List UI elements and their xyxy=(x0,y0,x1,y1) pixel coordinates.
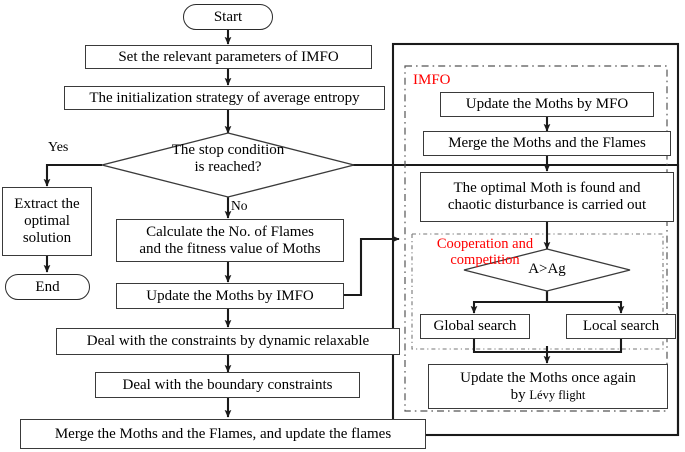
stop-condition-line1: The stop condition xyxy=(171,142,285,158)
cooperation-line1: Cooperation and xyxy=(436,236,534,252)
edge-agag-to-global xyxy=(470,291,549,314)
edge-agag-to-local xyxy=(545,291,625,314)
cooperation-dotted-group xyxy=(411,233,664,350)
global-search-box[interactable]: Global search xyxy=(420,314,530,339)
extract-line1: Extract the xyxy=(14,196,80,213)
extract-line2: optimal xyxy=(24,213,70,230)
update-moths-imfo-box[interactable]: Update the Moths by IMFO xyxy=(116,283,344,309)
cooperation-line2: competition xyxy=(450,251,520,268)
optimal-moth-chaotic-box[interactable]: The optimal Moth is found and chaotic di… xyxy=(420,172,674,222)
stop-condition-line2: is reached? xyxy=(194,158,262,175)
local-search-label: Local search xyxy=(582,318,660,335)
decision-agag-text: A>Ag xyxy=(528,261,566,277)
edge-local-to-levy xyxy=(547,338,623,354)
update-moths-mfo-box[interactable]: Update the Moths by MFO xyxy=(440,92,654,117)
init-strategy-box[interactable]: The initialization strategy of average e… xyxy=(64,86,385,110)
update-moths-imfo-label: Update the Moths by IMFO xyxy=(146,287,314,304)
edge-decision-yes-to-extract xyxy=(43,163,102,187)
no-branch-label: No xyxy=(231,198,248,213)
imfo-dashed-group xyxy=(404,65,668,412)
extract-line3: solution xyxy=(22,229,72,246)
dynamic-relaxable-box[interactable]: Deal with the constraints by dynamic rel… xyxy=(56,328,400,355)
cooperation-competition-label: Cooperation and competition xyxy=(420,236,550,268)
set-parameters-box[interactable]: Set the relevant parameters of IMFO xyxy=(85,45,372,69)
calculate-line1: Calculate the No. of Flames xyxy=(146,223,314,240)
local-search-box[interactable]: Local search xyxy=(566,314,676,339)
boundary-constraints-box[interactable]: Deal with the boundary constraints xyxy=(95,372,360,398)
start-terminator[interactable]: Start xyxy=(183,4,273,30)
calculate-line2: and the fitness value of Moths xyxy=(139,240,321,257)
calculate-flames-fitness-box[interactable]: Calculate the No. of Flames and the fitn… xyxy=(116,219,344,262)
edge-updateimfo-to-imfopanel xyxy=(344,235,400,297)
boundary-constraints-label: Deal with the boundary constraints xyxy=(122,376,333,393)
end-label: End xyxy=(35,278,60,295)
decision-stop-condition-shape xyxy=(101,132,355,198)
decision-agag-shape xyxy=(463,248,631,292)
imfo-group-label: IMFO xyxy=(413,72,451,88)
levy-flight-box[interactable]: Update the Moths once again by Lévy flig… xyxy=(428,364,668,409)
init-strategy-label: The initialization strategy of average e… xyxy=(89,89,360,106)
merge-update-flames-box[interactable]: Merge the Moths and the Flames, and upda… xyxy=(20,419,426,449)
decision-stop-condition-text: The stop condition is reached? xyxy=(148,142,308,176)
yes-branch-label: Yes xyxy=(48,140,69,155)
set-parameters-label: Set the relevant parameters of IMFO xyxy=(118,48,339,65)
extract-optimal-solution-box[interactable]: Extract the optimal solution xyxy=(2,187,92,256)
levy-line2-suffix: Lévy flight xyxy=(529,387,586,402)
merge-moths-flames-box[interactable]: Merge the Moths and the Flames xyxy=(423,131,671,156)
edge-global-to-levy xyxy=(472,338,547,354)
levy-line2: by Lévy flight xyxy=(511,387,586,404)
end-terminator[interactable]: End xyxy=(5,274,90,300)
optimal-moth-line1: The optimal Moth is found and xyxy=(453,180,641,197)
levy-line1: Update the Moths once again xyxy=(460,369,636,386)
imfo-outer-border xyxy=(391,42,680,437)
merge-moths-flames-label: Merge the Moths and the Flames xyxy=(448,135,646,152)
dynamic-relaxable-label: Deal with the constraints by dynamic rel… xyxy=(86,333,370,350)
optimal-moth-line2: chaotic disturbance is carried out xyxy=(447,197,647,213)
levy-line2-prefix: by xyxy=(510,386,530,403)
merge-update-flames-label: Merge the Moths and the Flames, and upda… xyxy=(54,425,392,442)
update-moths-mfo-label: Update the Moths by MFO xyxy=(465,96,629,113)
global-search-label: Global search xyxy=(433,318,517,335)
start-label: Start xyxy=(213,8,243,25)
